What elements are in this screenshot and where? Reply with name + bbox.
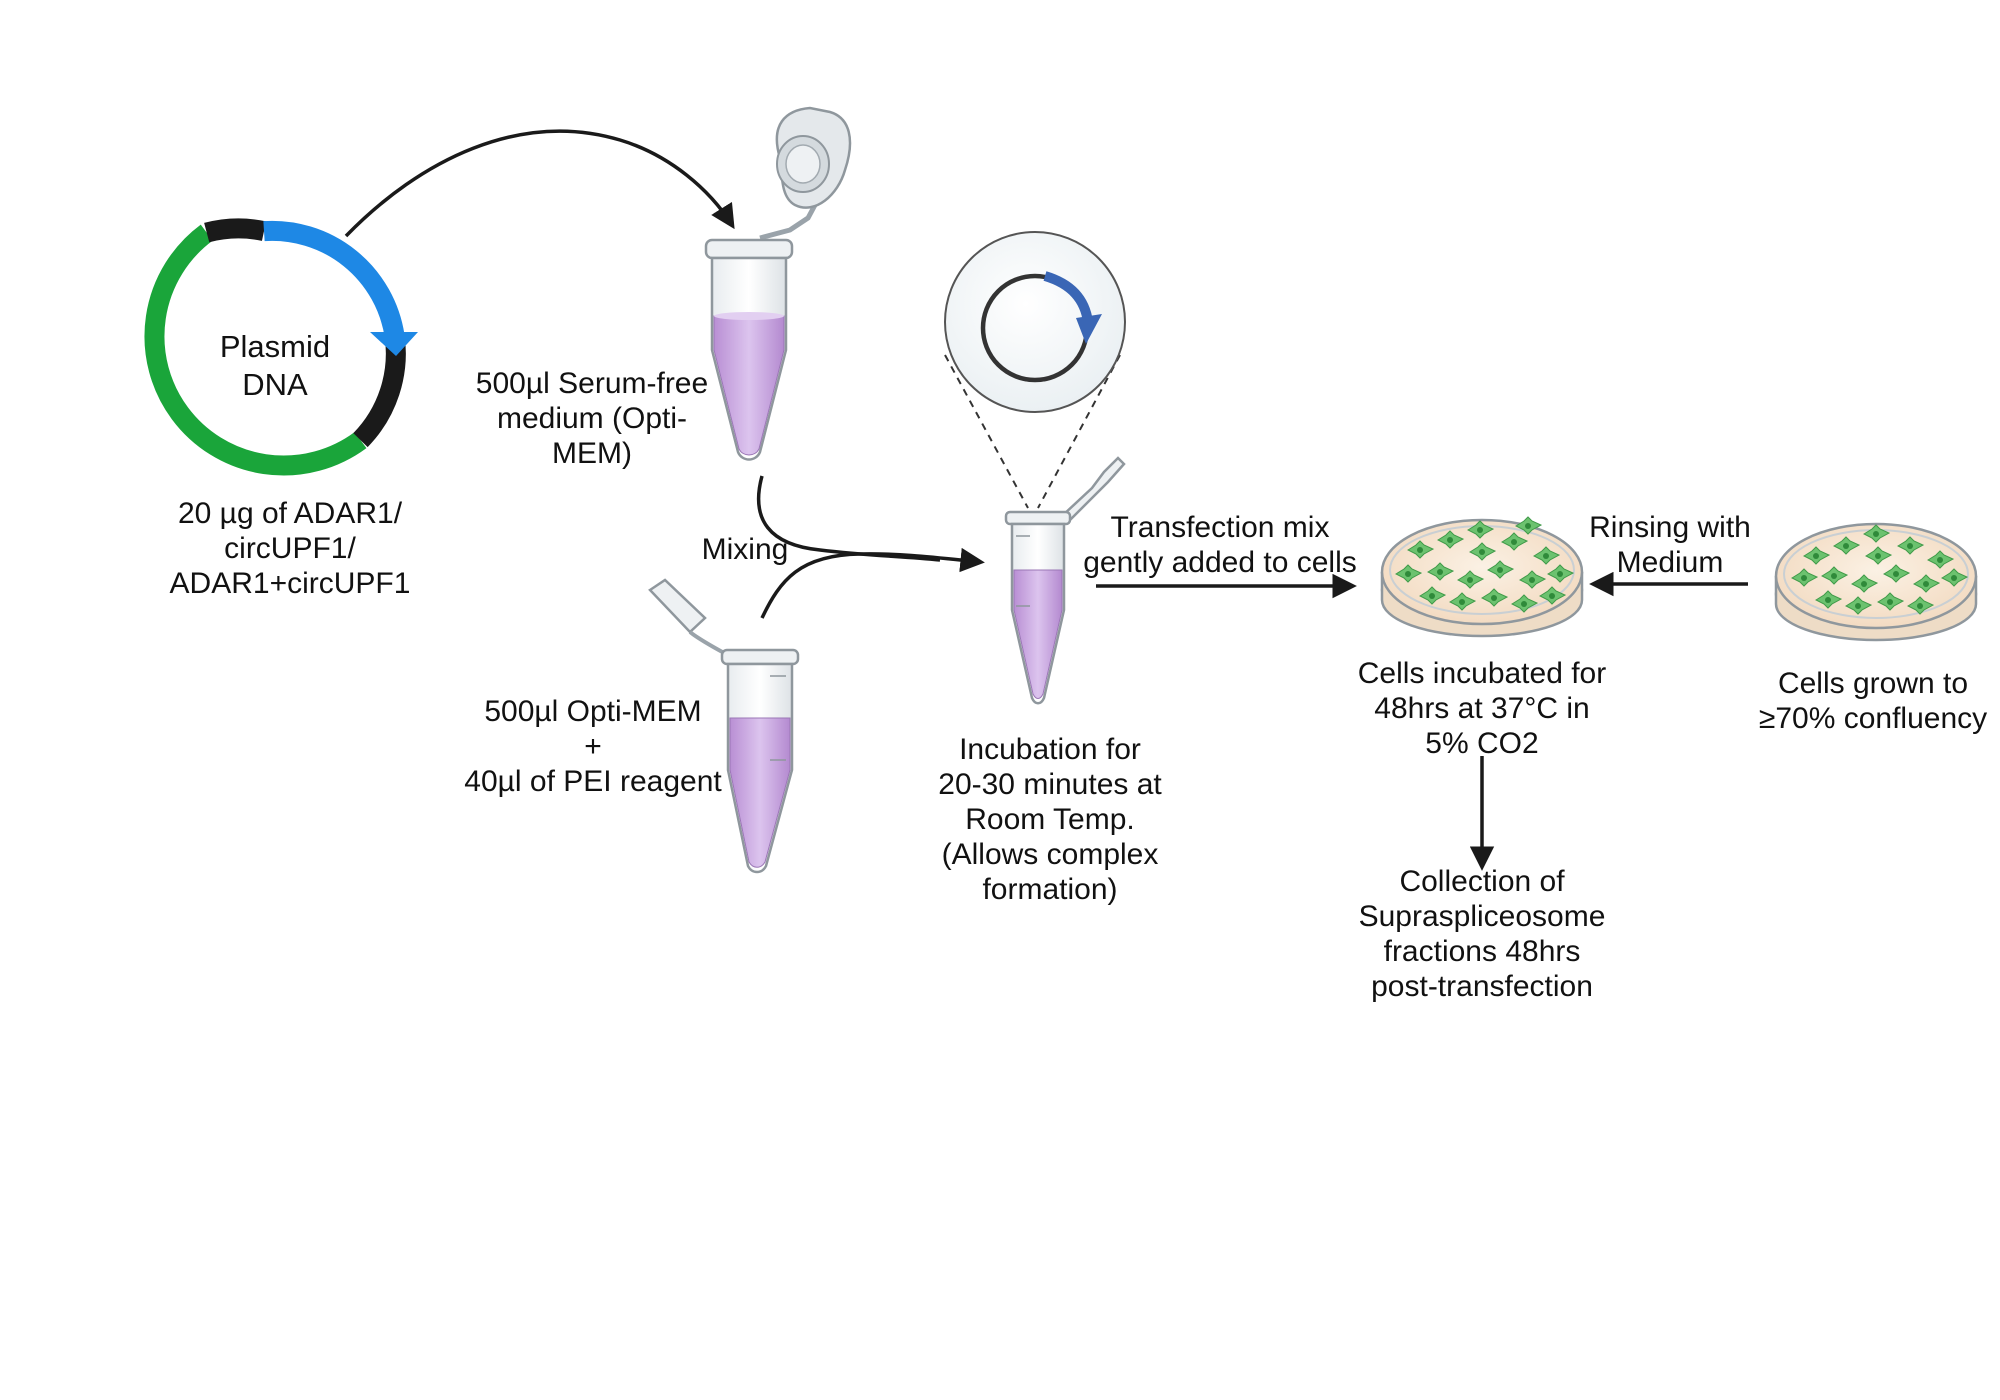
plasmid-dna-icon xyxy=(144,218,418,476)
serum-free-caption-line-3: MEM) xyxy=(552,437,632,470)
collection-caption-line-2: Supraspliceosome xyxy=(1358,900,1606,933)
incubation-tube-icon xyxy=(1004,456,1126,705)
plasmid-title-line-2: DNA xyxy=(242,367,308,402)
collection-caption-line-4: post-transfection xyxy=(1371,970,1593,1003)
collection-caption-line-3: fractions 48hrs xyxy=(1383,935,1581,968)
transfection-label-line-1: Transfection mix xyxy=(1110,511,1330,544)
grown-cells-dish-icon xyxy=(1774,522,1978,642)
rinsing-label-line-2: Medium xyxy=(1616,546,1724,579)
incubation-caption-line-1: Incubation for xyxy=(959,733,1141,766)
incubated-cells-dish-icon xyxy=(1380,516,1584,638)
rinsing-arrow-label: Rinsing with Medium xyxy=(1570,510,1770,580)
pei-caption-line-3: 40µl of PEI reagent xyxy=(464,765,722,798)
collection-caption: Collection of Supraspliceosome fractions… xyxy=(1332,864,1632,1004)
plasmid-title-line-1: Plasmid xyxy=(219,329,331,364)
incubation-caption: Incubation for 20-30 minutes at Room Tem… xyxy=(900,732,1200,907)
pei-reagent-tube-icon xyxy=(648,578,800,874)
incubated-caption-line-3: 5% CO2 xyxy=(1425,727,1539,760)
incubation-rotation-icon xyxy=(944,231,1126,509)
incubated-caption-line-2: 48hrs at 37°C in xyxy=(1374,692,1590,725)
grown-dish-caption: Cells grown to ≥70% confluency xyxy=(1750,666,1996,736)
collection-caption-line-1: Collection of xyxy=(1399,865,1565,898)
incubated-caption-line-1: Cells incubated for xyxy=(1357,657,1607,690)
pei-caption-line-2: + xyxy=(584,730,602,763)
plasmid-caption: 20 µg of ADAR1/ circUPF1/ ADAR1+circUPF1 xyxy=(150,496,430,601)
serum-free-medium-tube-icon xyxy=(704,106,852,461)
plasmid-caption-line-2: circUPF1/ xyxy=(224,532,356,565)
incubated-dish-caption: Cells incubated for 48hrs at 37°C in 5% … xyxy=(1332,656,1632,761)
mixing-arrow-top xyxy=(756,475,941,562)
rinsing-label-line-1: Rinsing with xyxy=(1589,511,1751,544)
transfer-to-tube-arrow xyxy=(344,129,735,238)
transfection-arrow-label: Transfection mix gently added to cells xyxy=(1070,510,1370,580)
serum-free-tube-caption: 500µl Serum-free medium (Opti- MEM) xyxy=(462,366,722,471)
plasmid-caption-line-1: 20 µg of ADAR1/ xyxy=(177,497,403,530)
grown-caption-line-1: Cells grown to xyxy=(1777,667,1969,700)
serum-free-caption-line-1: 500µl Serum-free xyxy=(475,367,709,400)
incubation-caption-line-3: Room Temp. xyxy=(965,803,1135,836)
incubation-caption-line-5: formation) xyxy=(982,873,1118,906)
incubation-caption-line-2: 20-30 minutes at xyxy=(938,768,1162,801)
serum-free-caption-line-2: medium (Opti- xyxy=(496,402,688,435)
mixing-label: Mixing xyxy=(701,533,789,566)
pei-caption-line-1: 500µl Opti-MEM xyxy=(484,695,702,728)
plasmid-title: Plasmid DNA xyxy=(200,328,350,404)
grown-caption-line-2: ≥70% confluency xyxy=(1758,702,1988,735)
mixing-arrow-bottom xyxy=(760,547,985,619)
transfection-label-line-2: gently added to cells xyxy=(1083,546,1357,579)
plasmid-caption-line-3: ADAR1+circUPF1 xyxy=(169,567,411,600)
incubation-caption-line-4: (Allows complex xyxy=(941,838,1159,871)
pei-tube-caption: 500µl Opti-MEM + 40µl of PEI reagent xyxy=(450,694,736,799)
